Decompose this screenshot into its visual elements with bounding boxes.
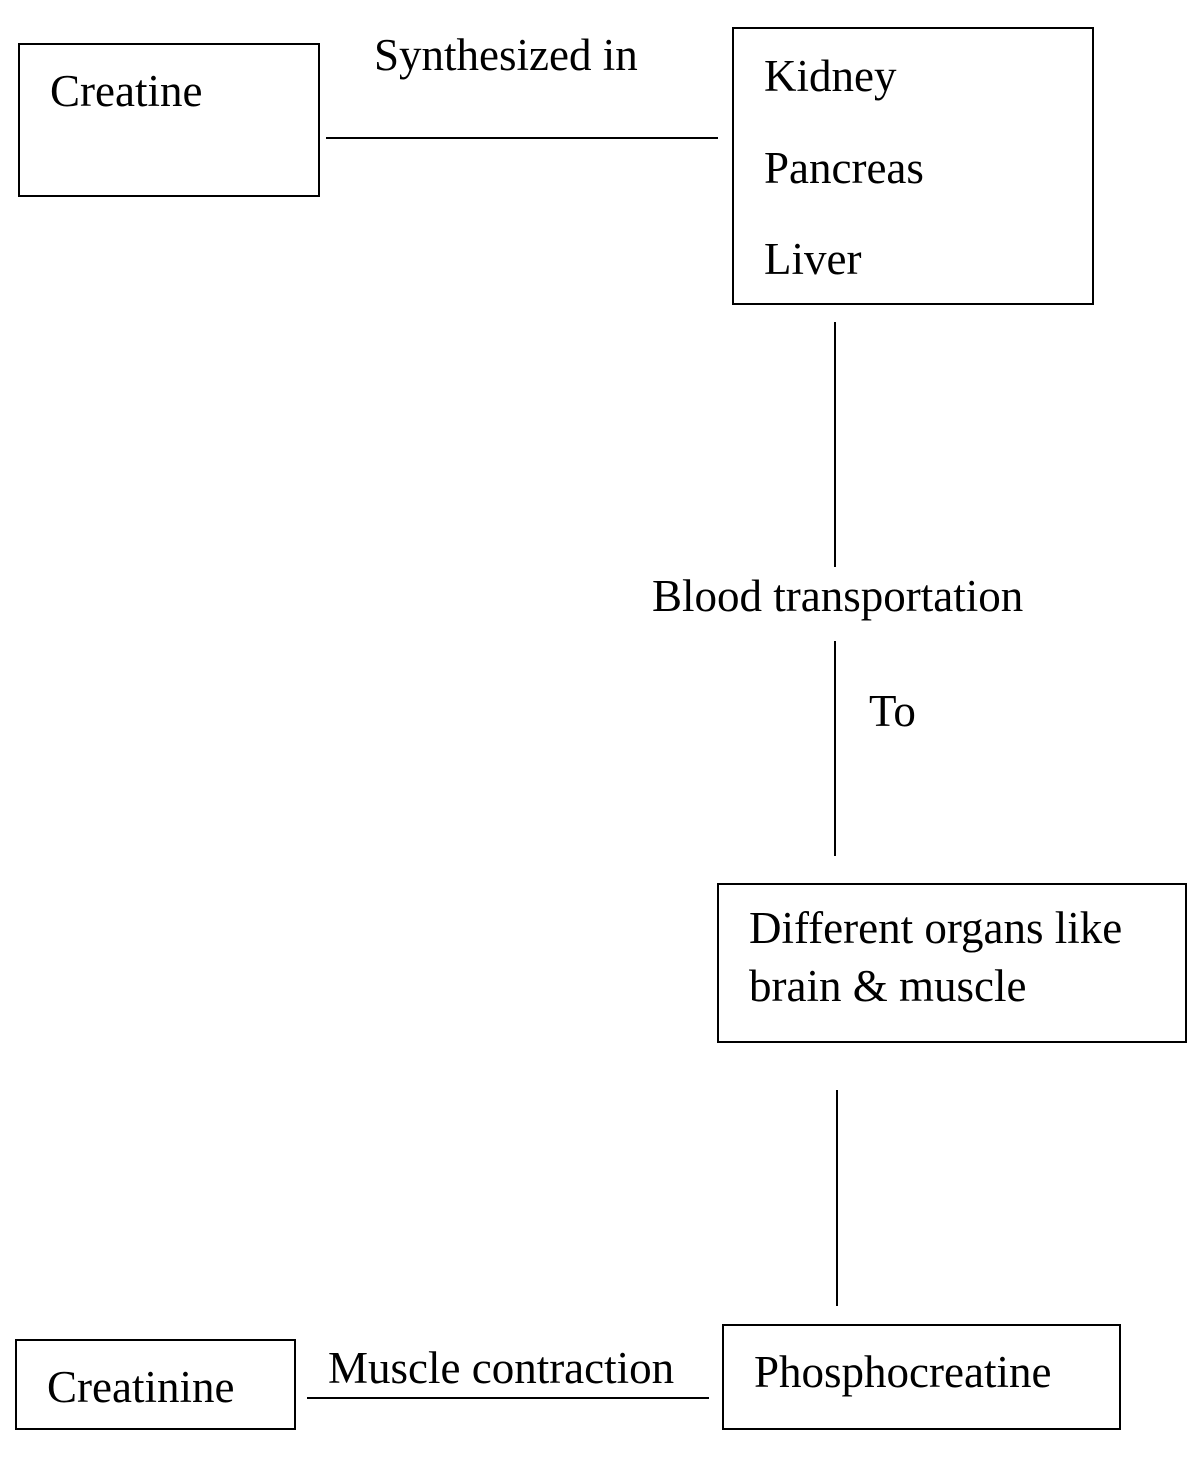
muscle-contraction-label: Muscle contraction (328, 1343, 675, 1393)
phosphorylation-connector (836, 1090, 838, 1306)
creatine-node: Creatine (18, 43, 320, 197)
synthesis-organs-node: Kidney Pancreas Liver (732, 27, 1094, 305)
target-organs-line-2: brain & muscle (749, 961, 1027, 1011)
phosphocreatine-node: Phosphocreatine (722, 1324, 1121, 1430)
blood-transportation-label: Blood transportation (652, 571, 1024, 621)
organ-pancreas: Pancreas (764, 143, 924, 193)
creatinine-node: Creatinine (15, 1339, 296, 1430)
organ-liver: Liver (764, 234, 862, 284)
organ-kidney: Kidney (764, 51, 897, 101)
target-organs-text: Different organs like brain & muscle (749, 899, 1122, 1015)
target-organs-node: Different organs like brain & muscle (717, 883, 1187, 1043)
transport-connector-upper (834, 322, 836, 567)
synthesized-in-label: Synthesized in (374, 30, 638, 80)
to-label: To (869, 686, 916, 736)
phosphocreatine-label: Phosphocreatine (754, 1347, 1052, 1397)
transport-connector-lower (834, 641, 836, 856)
synthesized-connector (326, 137, 718, 139)
creatine-label: Creatine (50, 66, 203, 116)
creatinine-label: Creatinine (47, 1362, 235, 1412)
target-organs-line-1: Different organs like (749, 903, 1123, 953)
contraction-connector (307, 1397, 709, 1399)
